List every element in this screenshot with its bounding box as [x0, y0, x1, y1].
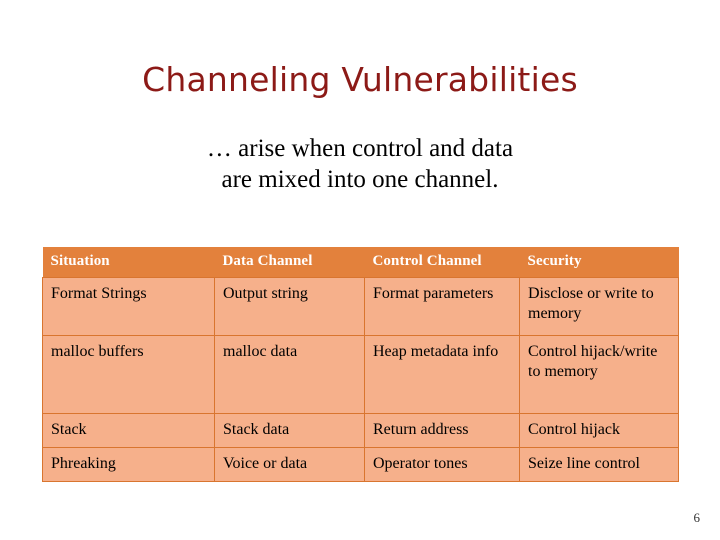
page-number: 6 [693, 510, 701, 525]
cell-data-channel: Voice or data [214, 447, 365, 482]
cell-situation: malloc buffers [42, 335, 215, 414]
cell-security: Seize line control [519, 447, 679, 482]
cell-security: Control hijack [519, 413, 679, 448]
vulnerability-table-container: Situation Data Channel Control Channel S… [42, 247, 679, 482]
table-row: Phreaking Voice or data Operator tones S… [42, 447, 679, 482]
cell-control-channel: Operator tones [364, 447, 520, 482]
table-row: malloc buffers malloc data Heap metadata… [42, 335, 679, 414]
column-header-control-channel: Control Channel [364, 247, 520, 278]
cell-security: Control hijack/write to memory [519, 335, 679, 414]
cell-control-channel: Format parameters [364, 277, 520, 336]
table-header-row: Situation Data Channel Control Channel S… [42, 247, 679, 278]
table-body: Format Strings Output string Format para… [42, 277, 679, 482]
column-header-situation: Situation [42, 247, 215, 278]
table-row: Stack Stack data Return address Control … [42, 413, 679, 448]
cell-security: Disclose or write to memory [519, 277, 679, 336]
cell-data-channel: Stack data [214, 413, 365, 448]
cell-data-channel: Output string [214, 277, 365, 336]
cell-control-channel: Heap metadata info [364, 335, 520, 414]
page-title: Channeling Vulnerabilities [142, 60, 578, 100]
cell-situation: Stack [42, 413, 215, 448]
cell-data-channel: malloc data [214, 335, 365, 414]
cell-control-channel: Return address [364, 413, 520, 448]
slide-subtitle: … arise when control and data are mixed … [110, 133, 610, 195]
vulnerability-table: Situation Data Channel Control Channel S… [42, 247, 679, 482]
subtitle-line-1: … arise when control and data [206, 135, 514, 162]
column-header-security: Security [519, 247, 679, 278]
table-header: Situation Data Channel Control Channel S… [42, 247, 679, 278]
column-header-data-channel: Data Channel [214, 247, 365, 278]
subtitle-line-2: are mixed into one channel. [221, 166, 499, 193]
table-row: Format Strings Output string Format para… [42, 277, 679, 336]
cell-situation: Phreaking [42, 447, 215, 482]
cell-situation: Format Strings [42, 277, 215, 336]
